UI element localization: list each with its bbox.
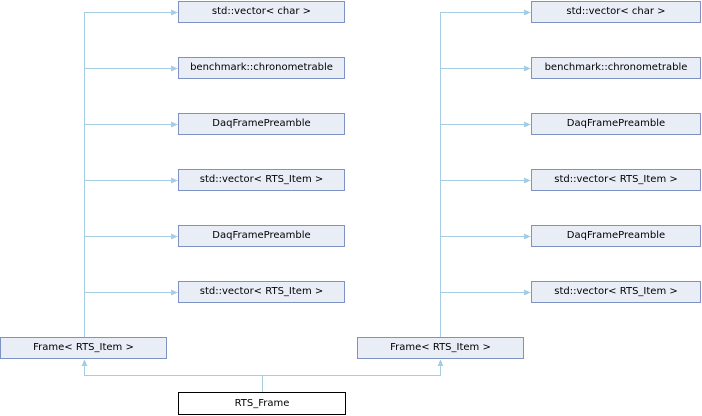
arrowhead-left-1	[171, 9, 178, 16]
node-left-benchmark-chronometrable[interactable]: benchmark::chronometrable	[178, 57, 345, 79]
node-right-daqframepreamble-2[interactable]: DaqFramePreamble	[531, 225, 701, 247]
arrowhead-up-right-parent	[437, 359, 444, 366]
arrowhead-left-5	[171, 233, 178, 240]
node-left-daqframepreamble-1[interactable]: DaqFramePreamble	[178, 113, 345, 135]
arrowhead-right-2	[524, 65, 531, 72]
edge-left-spine	[84, 12, 171, 337]
arrowhead-right-1	[524, 9, 531, 16]
arrowhead-right-4	[524, 177, 531, 184]
node-left-std-vector-char[interactable]: std::vector< char >	[178, 1, 345, 23]
node-left-std-vector-rts-item-2[interactable]: std::vector< RTS_Item >	[178, 281, 345, 303]
edge-right-spine	[440, 12, 524, 337]
node-left-daqframepreamble-2[interactable]: DaqFramePreamble	[178, 225, 345, 247]
arrowhead-left-4	[171, 177, 178, 184]
edge-inheritance	[84, 363, 441, 376]
arrowhead-right-3	[524, 121, 531, 128]
arrowhead-up-left-parent	[81, 359, 88, 366]
node-right-std-vector-rts-item-1[interactable]: std::vector< RTS_Item >	[531, 169, 701, 191]
arrowhead-left-2	[171, 65, 178, 72]
node-left-std-vector-rts-item-1[interactable]: std::vector< RTS_Item >	[178, 169, 345, 191]
arrowhead-left-3	[171, 121, 178, 128]
node-rts-frame-root: RTS_Frame	[178, 392, 346, 415]
node-left-frame-rts-item[interactable]: Frame< RTS_Item >	[0, 337, 167, 359]
node-right-std-vector-rts-item-2[interactable]: std::vector< RTS_Item >	[531, 281, 701, 303]
arrowhead-right-5	[524, 233, 531, 240]
arrowhead-left-6	[171, 289, 178, 296]
node-right-std-vector-char[interactable]: std::vector< char >	[531, 1, 701, 23]
node-right-daqframepreamble-1[interactable]: DaqFramePreamble	[531, 113, 701, 135]
node-right-benchmark-chronometrable[interactable]: benchmark::chronometrable	[531, 57, 701, 79]
node-right-frame-rts-item[interactable]: Frame< RTS_Item >	[357, 337, 524, 359]
arrowhead-right-6	[524, 289, 531, 296]
